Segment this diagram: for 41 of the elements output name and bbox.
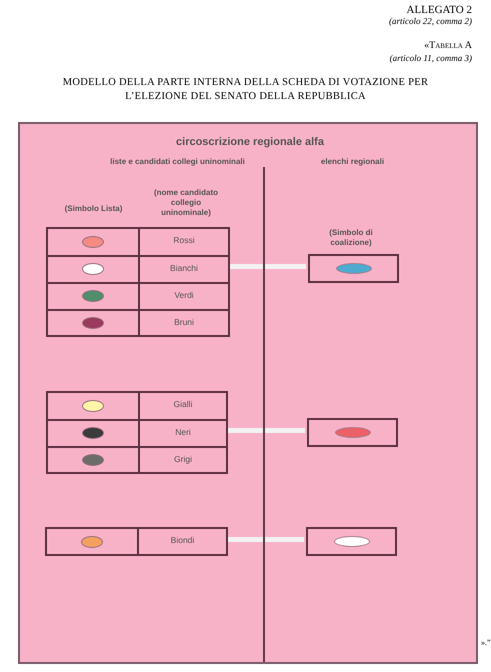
column-heading: elenchi regionali <box>320 157 386 166</box>
list-symbol <box>81 536 103 548</box>
candidate-table <box>45 527 228 556</box>
coalition-box <box>308 254 399 283</box>
article-reference: (articolo 22, comma 2) <box>389 16 472 26</box>
candidate-name: Bruni <box>138 309 228 336</box>
list-symbol <box>82 236 104 248</box>
ballot-sheet <box>18 122 478 664</box>
coalition-box <box>306 527 397 556</box>
annex-number: ALLEGATO 2 <box>406 4 472 16</box>
list-symbol <box>82 454 104 466</box>
connector-bar <box>226 537 304 542</box>
list-symbol <box>82 400 104 412</box>
candidate-name: Gialli <box>138 393 226 419</box>
column-heading: (Simbolo Lista) <box>64 204 124 213</box>
candidate-name: Verdi <box>138 282 228 309</box>
column-heading: (nome candidato collegio uninominale) <box>152 188 219 218</box>
list-symbol <box>82 290 104 302</box>
candidate-table <box>46 391 228 474</box>
article-reference: (articolo 11, comma 3) <box>390 53 472 63</box>
list-symbol <box>82 317 104 329</box>
coalition-symbol <box>335 427 371 438</box>
candidate-name: Rossi <box>138 229 228 255</box>
coalition-box <box>307 418 398 447</box>
connector-bar <box>226 428 305 433</box>
coalition-symbol <box>336 263 372 274</box>
closing-quote: ».” <box>481 638 491 647</box>
candidate-name: Bianchi <box>138 255 228 282</box>
column-heading: (Simbolo di coalizione) <box>328 228 374 248</box>
column-heading: liste e candidati collegi uninominali <box>109 157 246 166</box>
candidate-name: Grigi <box>138 446 226 473</box>
candidate-name: Neri <box>138 419 226 446</box>
candidate-name: Biondi <box>137 529 226 555</box>
list-symbol <box>82 427 104 439</box>
connector-bar <box>228 264 306 269</box>
table-heading: «Tabella A <box>424 40 472 51</box>
candidate-table <box>46 227 230 337</box>
section-heading: circoscrizione regionale alfa <box>175 136 325 148</box>
list-symbol <box>82 263 104 275</box>
coalition-symbol <box>334 536 370 547</box>
document-title: MODELLO DELLA PARTE INTERNA DELLA SCHEDA DI VOTAZIONE PER L’ELEZIONE DEL SENATO DELLA REPUBBLICA <box>62 76 430 104</box>
